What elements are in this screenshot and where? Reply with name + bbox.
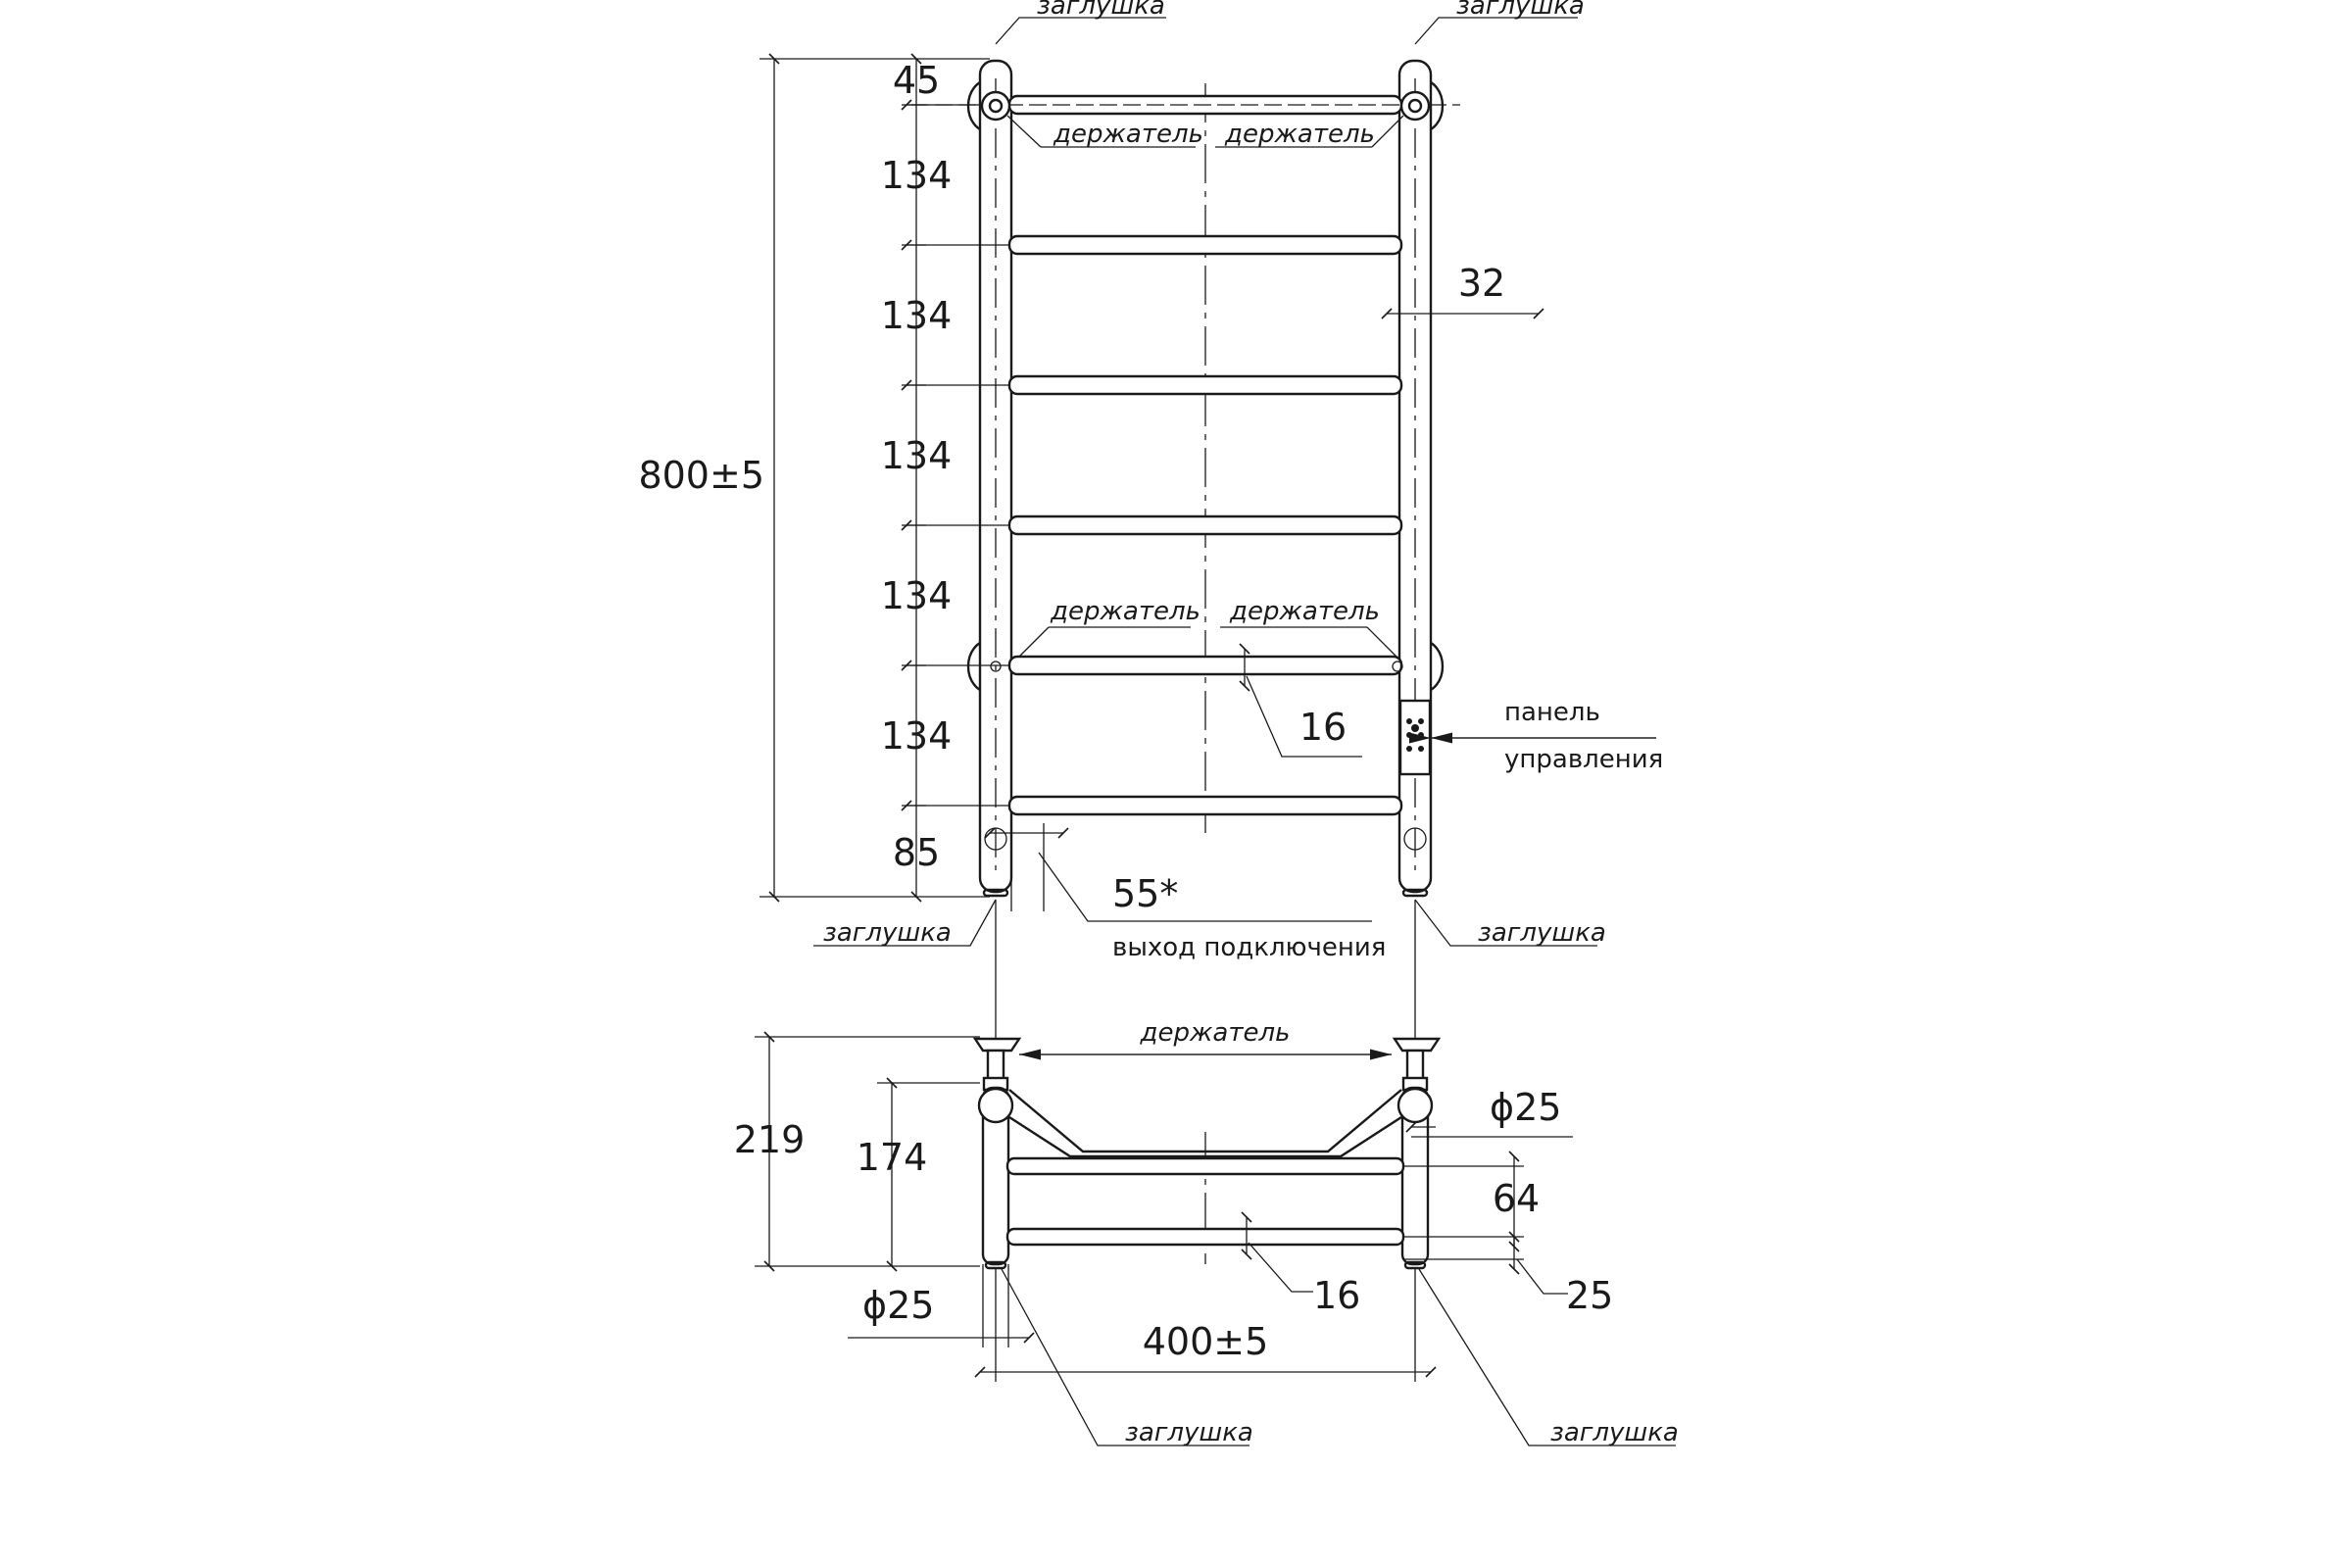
rung xyxy=(1007,795,1403,816)
rung xyxy=(1007,514,1403,536)
holder-label-mid-right: держатель xyxy=(1229,597,1380,626)
dim-rung-spacing: 134 xyxy=(881,154,953,197)
dim-bar-diameter: 16 xyxy=(1313,1274,1360,1317)
panel-label-line1: панель xyxy=(1504,698,1600,727)
mount-flange xyxy=(972,1037,1022,1053)
holder-ball xyxy=(1396,1087,1434,1124)
dim-top-offset: 45 xyxy=(893,59,940,102)
side-bar-upper xyxy=(1005,1156,1405,1176)
dim-bottom-offset: 85 xyxy=(893,831,940,874)
control-panel xyxy=(1398,699,1432,776)
plug-label-bottom-right: заглушка xyxy=(1478,918,1606,948)
mount-flange xyxy=(1392,1037,1442,1053)
plug-cap xyxy=(1403,1260,1427,1270)
left-dimensions xyxy=(760,53,1009,903)
dim-rung-spacing: 134 xyxy=(881,714,953,758)
dim-post-diameter-right: ϕ25 xyxy=(1490,1086,1561,1129)
plug-label-side-left: заглушка xyxy=(1125,1418,1253,1447)
mount-stem xyxy=(986,1049,1005,1082)
panel-label-line2: управления xyxy=(1504,745,1663,774)
holder-bolt xyxy=(1399,90,1431,122)
holder-bolt xyxy=(980,90,1011,122)
side-bar-lower xyxy=(1005,1227,1405,1247)
dim-pipe-width: 32 xyxy=(1458,262,1505,305)
dim-outlet-offset: 55* xyxy=(1112,872,1178,915)
plug-label-top-right: заглушка xyxy=(1456,0,1585,21)
mount-stem xyxy=(1405,1049,1425,1082)
dim-rung-spacing: 134 xyxy=(881,574,953,617)
dim-width-total: 400±5 xyxy=(1143,1320,1269,1363)
plug-label-bottom-left: заглушка xyxy=(823,918,952,948)
dim-total-height: 800±5 xyxy=(638,454,764,497)
dim-post-diameter: ϕ25 xyxy=(862,1284,934,1327)
dim-depth-inner: 174 xyxy=(857,1136,928,1179)
holder-label-side: держатель xyxy=(1140,1018,1291,1048)
frame-outer xyxy=(1008,1089,1402,1153)
dim-rung-diameter: 16 xyxy=(1299,706,1347,749)
holder-label-top-left: держатель xyxy=(1053,120,1203,149)
plug-label-top-left: заглушка xyxy=(1037,0,1165,21)
outlet-label: выход подключения xyxy=(1112,933,1386,962)
holder-label-mid-left: держатель xyxy=(1050,597,1200,626)
plug-cap xyxy=(982,888,1009,898)
dim-bar-offset: 25 xyxy=(1566,1274,1613,1317)
plug-cap xyxy=(984,1260,1007,1270)
side-view: держатель 219 174 ϕ25 400±5 ϕ25 64 xyxy=(734,1018,1679,1447)
dim-bar-spacing: 64 xyxy=(1493,1177,1540,1220)
holder-label-top-right: держатель xyxy=(1224,120,1375,149)
right-post xyxy=(1397,59,1433,894)
dim-depth-total: 219 xyxy=(734,1118,806,1161)
rung xyxy=(1007,655,1403,676)
plug-label-side-right: заглушка xyxy=(1550,1418,1679,1447)
dim-rung-spacing: 134 xyxy=(881,294,953,337)
dim-rung-spacing: 134 xyxy=(881,434,953,477)
holder-ball xyxy=(977,1087,1014,1124)
rung xyxy=(1007,234,1403,256)
rung xyxy=(1007,374,1403,396)
plug-cap xyxy=(1401,888,1429,898)
front-view: 800±5 45 134 134 134 134 134 85 55* выхо… xyxy=(638,0,1663,962)
left-post xyxy=(978,59,1013,894)
